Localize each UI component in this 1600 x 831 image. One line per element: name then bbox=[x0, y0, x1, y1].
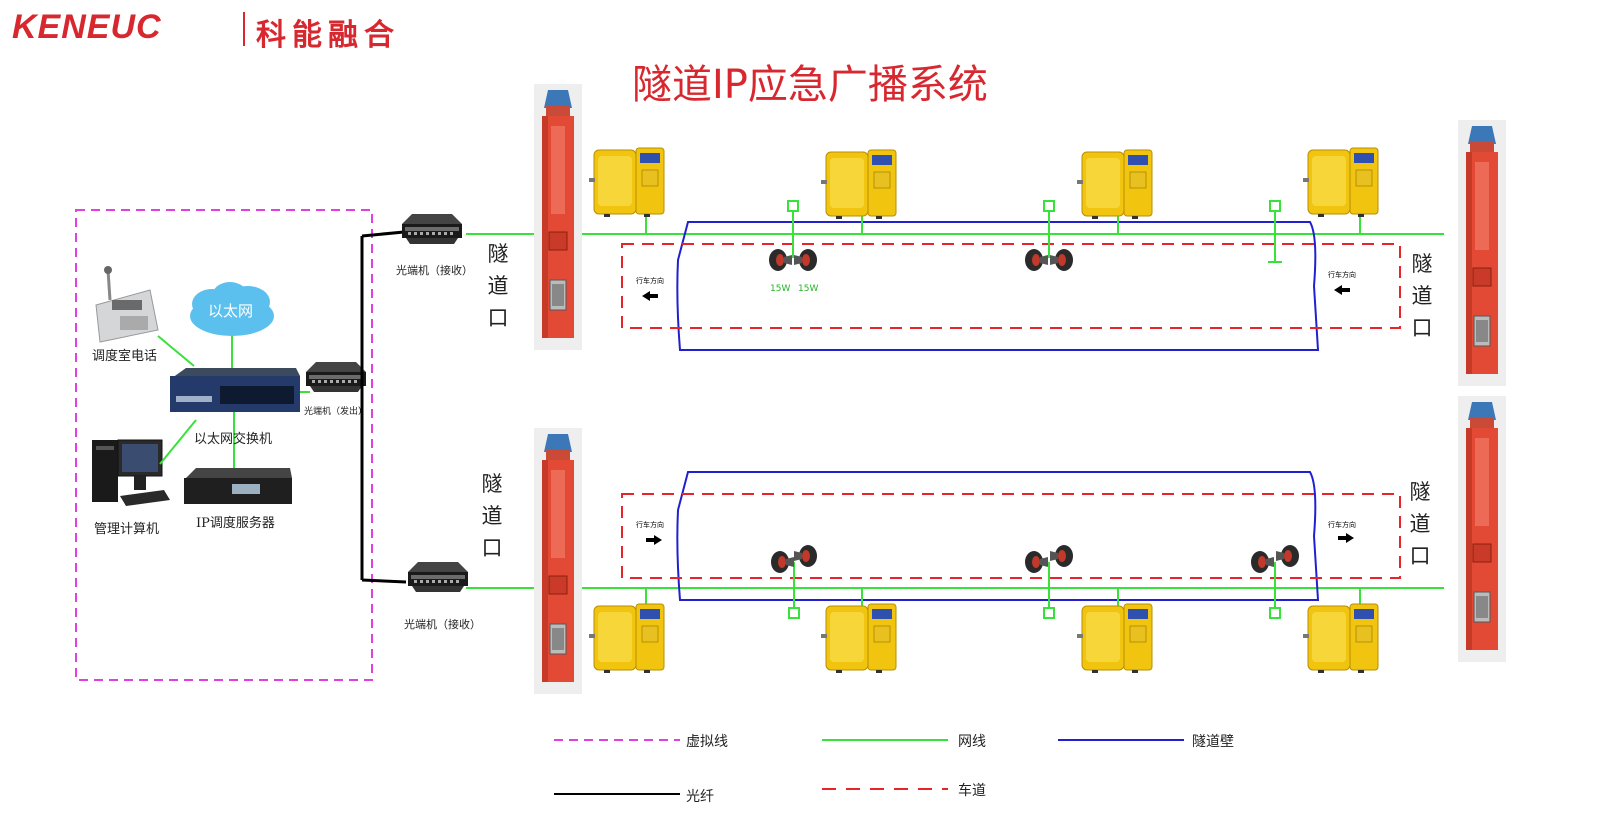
emergency-phone-bottom-4 bbox=[1302, 603, 1379, 674]
mgmt-computer-label: 管理计算机 bbox=[94, 522, 160, 537]
ethernet-cloud bbox=[190, 282, 274, 336]
direction-label-bottom-left: 行车方向 bbox=[636, 521, 664, 529]
tunnel-entrance-top-left: 隧道口 bbox=[487, 242, 509, 330]
ethernet-switch-device bbox=[170, 368, 300, 412]
emergency-phone-bottom-3 bbox=[1076, 603, 1153, 674]
tunnel-entrance-bottom-left: 隧道口 bbox=[481, 472, 503, 560]
direction-arrow-top-left bbox=[642, 291, 658, 301]
speaker-top-2 bbox=[794, 249, 817, 271]
fiber-links bbox=[360, 230, 407, 584]
speaker-top-1 bbox=[769, 249, 792, 271]
ethernet-switch-label: 以太网交换机 bbox=[194, 432, 273, 447]
page-title: 隧道IP应急广播系统 bbox=[632, 62, 988, 108]
entrance-pillar-top-left bbox=[533, 83, 583, 351]
control-room-boundary bbox=[75, 209, 373, 681]
direction-arrow-bottom-right bbox=[1338, 533, 1354, 543]
speaker-bottom-6 bbox=[1276, 545, 1299, 567]
entrance-pillar-bottom-left bbox=[533, 427, 583, 695]
direction-label-top-left: 行车方向 bbox=[636, 277, 664, 285]
legend-virtual-line: 虚拟线 bbox=[686, 734, 728, 750]
brand-divider bbox=[243, 12, 245, 46]
dispatch-phone-label: 调度室电话 bbox=[92, 349, 158, 364]
optical-rx-top-label: 光端机（接收） bbox=[396, 264, 473, 277]
optical-receiver-bottom bbox=[408, 562, 468, 592]
emergency-phone-top-3 bbox=[1076, 149, 1153, 220]
speaker-power-top-1: 15W bbox=[770, 284, 791, 294]
entrance-pillar-top-right bbox=[1457, 119, 1507, 387]
tunnel-entrance-top-right: 隧道口 bbox=[1411, 252, 1433, 340]
legend-network-cable: 网线 bbox=[958, 734, 986, 750]
brand-logo: KENEUC bbox=[12, 8, 162, 46]
legend-fiber: 光纤 bbox=[686, 789, 714, 805]
tunnel-top bbox=[466, 200, 1444, 351]
optical-transmitter bbox=[306, 362, 366, 392]
ip-server-device bbox=[184, 468, 292, 504]
emergency-phone-top-2 bbox=[820, 149, 897, 220]
speaker-top-4 bbox=[1050, 249, 1073, 271]
direction-arrow-top-right bbox=[1334, 285, 1350, 295]
brand-chinese-name: 科能融合 bbox=[256, 18, 400, 53]
control-network-cables bbox=[157, 335, 310, 468]
optical-receiver-top bbox=[402, 214, 462, 244]
ip-server-label: IP调度服务器 bbox=[196, 516, 275, 531]
legend-lane: 车道 bbox=[958, 783, 986, 799]
entrance-pillar-bottom-right bbox=[1457, 395, 1507, 663]
speaker-bottom-2 bbox=[794, 545, 817, 567]
emergency-phone-bottom-2 bbox=[820, 603, 897, 674]
dispatch-phone-device bbox=[95, 266, 159, 343]
legend-tunnel-wall: 隧道壁 bbox=[1192, 734, 1234, 750]
direction-arrow-bottom-left bbox=[646, 535, 662, 545]
direction-label-top-right: 行车方向 bbox=[1328, 271, 1356, 279]
speaker-top-3 bbox=[1025, 249, 1048, 271]
speaker-bottom-4 bbox=[1050, 545, 1073, 567]
tunnel-entrance-bottom-right: 隧道口 bbox=[1409, 480, 1431, 568]
optical-rx-bottom-label: 光端机（接收） bbox=[404, 618, 481, 631]
emergency-phone-bottom-1 bbox=[588, 603, 665, 674]
speaker-bottom-5 bbox=[1251, 551, 1274, 573]
emergency-phone-top-1 bbox=[588, 147, 665, 218]
direction-label-bottom-right: 行车方向 bbox=[1328, 521, 1356, 529]
speaker-bottom-3 bbox=[1025, 551, 1048, 573]
optical-tx-label: 光端机（发出） bbox=[304, 407, 368, 417]
speaker-bottom-1 bbox=[771, 551, 794, 573]
emergency-phone-top-4 bbox=[1302, 147, 1379, 218]
management-computer-device bbox=[92, 439, 170, 506]
speaker-power-top-2: 15W bbox=[798, 284, 819, 294]
ethernet-cloud-label: 以太网 bbox=[208, 302, 254, 320]
tunnel-bottom bbox=[466, 471, 1444, 619]
